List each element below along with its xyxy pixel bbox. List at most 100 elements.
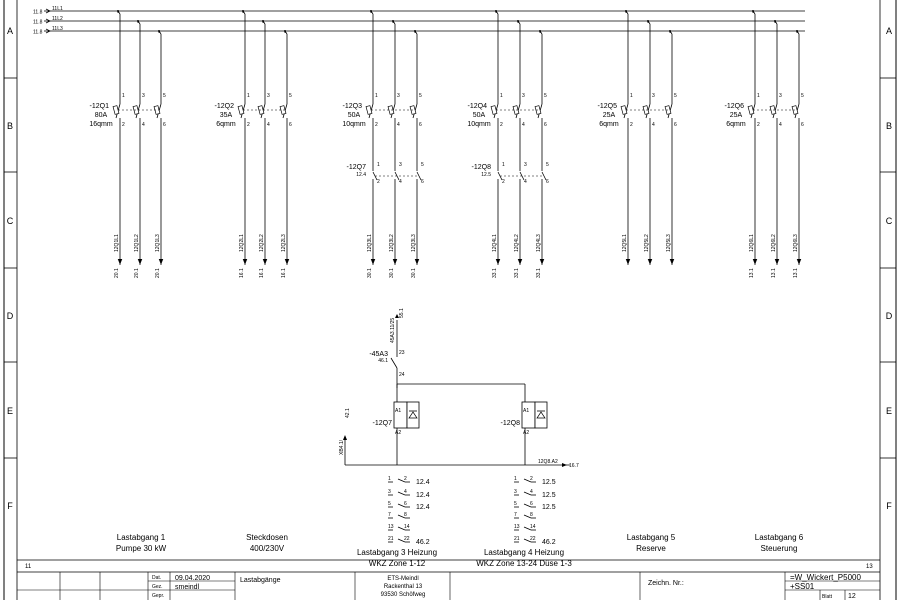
drawing-frame [3, 0, 897, 600]
wire-number: 12Q1L2 [134, 234, 140, 252]
company-city: 93530 Schöfweg [381, 592, 426, 598]
coil-tag: -12Q7 [373, 420, 393, 427]
contact-gap [541, 171, 544, 179]
terminal-number: 6 [544, 122, 547, 128]
contactor-ref: 12.5 [481, 172, 491, 178]
control-ref-label: 42.1 [345, 408, 351, 418]
cross-reference: 16.1 [259, 268, 265, 278]
contact-terminal: 4 [530, 489, 533, 495]
contact-blade [397, 526, 406, 531]
row-marker-left: B [7, 121, 13, 131]
terminal-number: 2 [500, 122, 503, 128]
outlet-title: Lastabgang 4 Heizung [484, 548, 564, 557]
bus-tap-diag [284, 30, 288, 35]
terminal-number: 6 [674, 122, 677, 128]
coil-box [521, 401, 536, 429]
cross-reference: 13.1 [749, 268, 755, 278]
contact-ref: 12.5 [542, 492, 556, 499]
sheet-number: 12 [848, 593, 856, 600]
arrow-down [517, 258, 523, 265]
bus-tap-diag [669, 30, 673, 35]
breaker-thermal-element [490, 105, 498, 115]
bus-tap-diag [774, 20, 778, 25]
arrow-down [392, 258, 398, 265]
contact-terminal: 6 [530, 501, 533, 507]
outlet-subtitle: 400/230V [250, 544, 285, 553]
breaker-rating: 25A [603, 112, 616, 119]
coil-box [393, 401, 408, 429]
outer-border [3, 0, 897, 600]
contact-blade [397, 478, 406, 483]
contact-terminal: 21 [388, 536, 394, 542]
contact-terminal: 14 [530, 524, 536, 530]
contact-terminal: 6 [404, 501, 407, 507]
contact-terminal: 13 [388, 524, 394, 530]
cross-reference: 16.1 [239, 268, 245, 278]
bus-tap-diag [242, 10, 246, 15]
cross-reference: 30.1 [367, 268, 373, 278]
coil-terminal: A2 [523, 430, 529, 436]
row-marker-left: C [7, 216, 14, 226]
arrow-down [137, 258, 143, 265]
contact-terminal: 14 [404, 524, 410, 530]
outlet-title: Lastabgang 3 Heizung [357, 548, 437, 557]
bus-tap-diag [752, 10, 756, 15]
wire-number: 12Q6L1 [749, 234, 755, 252]
contact-ref: 12.4 [416, 492, 430, 499]
row-marker-right: F [886, 501, 892, 511]
wire-number: 12Q6L3 [793, 234, 799, 252]
breaker-tag: -12Q3 [343, 103, 363, 110]
outlet-title: Lastabgang 5 [627, 533, 676, 542]
terminal-number: 1 [757, 93, 760, 99]
contact-blade [397, 514, 406, 519]
row-marker-right: A [886, 26, 892, 36]
terminal-number: 2 [757, 122, 760, 128]
diode-icon [536, 411, 546, 419]
arrow-down [796, 258, 802, 265]
breaker-thermal-element [365, 105, 373, 115]
terminal-number: 3 [397, 93, 400, 99]
terminal-number: 1 [502, 162, 505, 168]
contact-blade [397, 491, 406, 496]
drawing-title: Lastabgänge [240, 577, 281, 584]
contact-terminal: 8 [530, 512, 533, 518]
bus-tap-diag [495, 10, 499, 15]
terminal-number: 4 [267, 122, 270, 128]
arrow-down [774, 258, 780, 265]
contact-ref: 12.5 [542, 504, 556, 511]
bus-reference: 11.8 [33, 10, 43, 16]
terminal-number: 6 [546, 179, 549, 185]
control-circuit: 45A3.11/2555.1-45A346.12324-12Q7A1A2-12Q… [339, 308, 579, 469]
wire-number: 12Q2L3 [281, 234, 287, 252]
row-marker-right: E [886, 406, 892, 416]
breaker-group: -12Q180A16qmm1212Q1L120.13412Q1L220.1561… [89, 10, 804, 278]
previous-page-ref: 11 [25, 564, 32, 570]
row-marker-right: D [886, 311, 893, 321]
arrow-down [284, 258, 290, 265]
terminal-number: 3 [267, 93, 270, 99]
diode-box [534, 401, 548, 429]
wire-number: 12Q3L2 [389, 234, 395, 252]
outlet-subtitle: Reserve [636, 544, 666, 553]
drawn-by-label: Gez. [152, 584, 163, 590]
row-marker-right: C [886, 216, 893, 226]
breaker-tag: -12Q6 [725, 103, 745, 110]
switch-blade [390, 357, 398, 369]
contactor-ref: 12.4 [356, 172, 366, 178]
bus-tap-diag [539, 30, 543, 35]
wire-number: 12Q5L3 [666, 234, 672, 252]
bus-tap-diag [158, 30, 162, 35]
diode-box [406, 401, 420, 429]
terminal-number: 1 [247, 93, 250, 99]
arrow-up [343, 435, 347, 440]
control-wire-label: 45A3.11/25 [390, 318, 396, 343]
terminal-number: 4 [524, 179, 527, 185]
terminal-number: 24 [399, 372, 405, 378]
terminal-number: 2 [502, 179, 505, 185]
wire-number: 12Q5L2 [644, 234, 650, 252]
contact-blade [523, 514, 532, 519]
arrow-down [117, 258, 123, 265]
wire-number: 12Q3L3 [411, 234, 417, 252]
breaker-thermal-element [112, 105, 120, 115]
